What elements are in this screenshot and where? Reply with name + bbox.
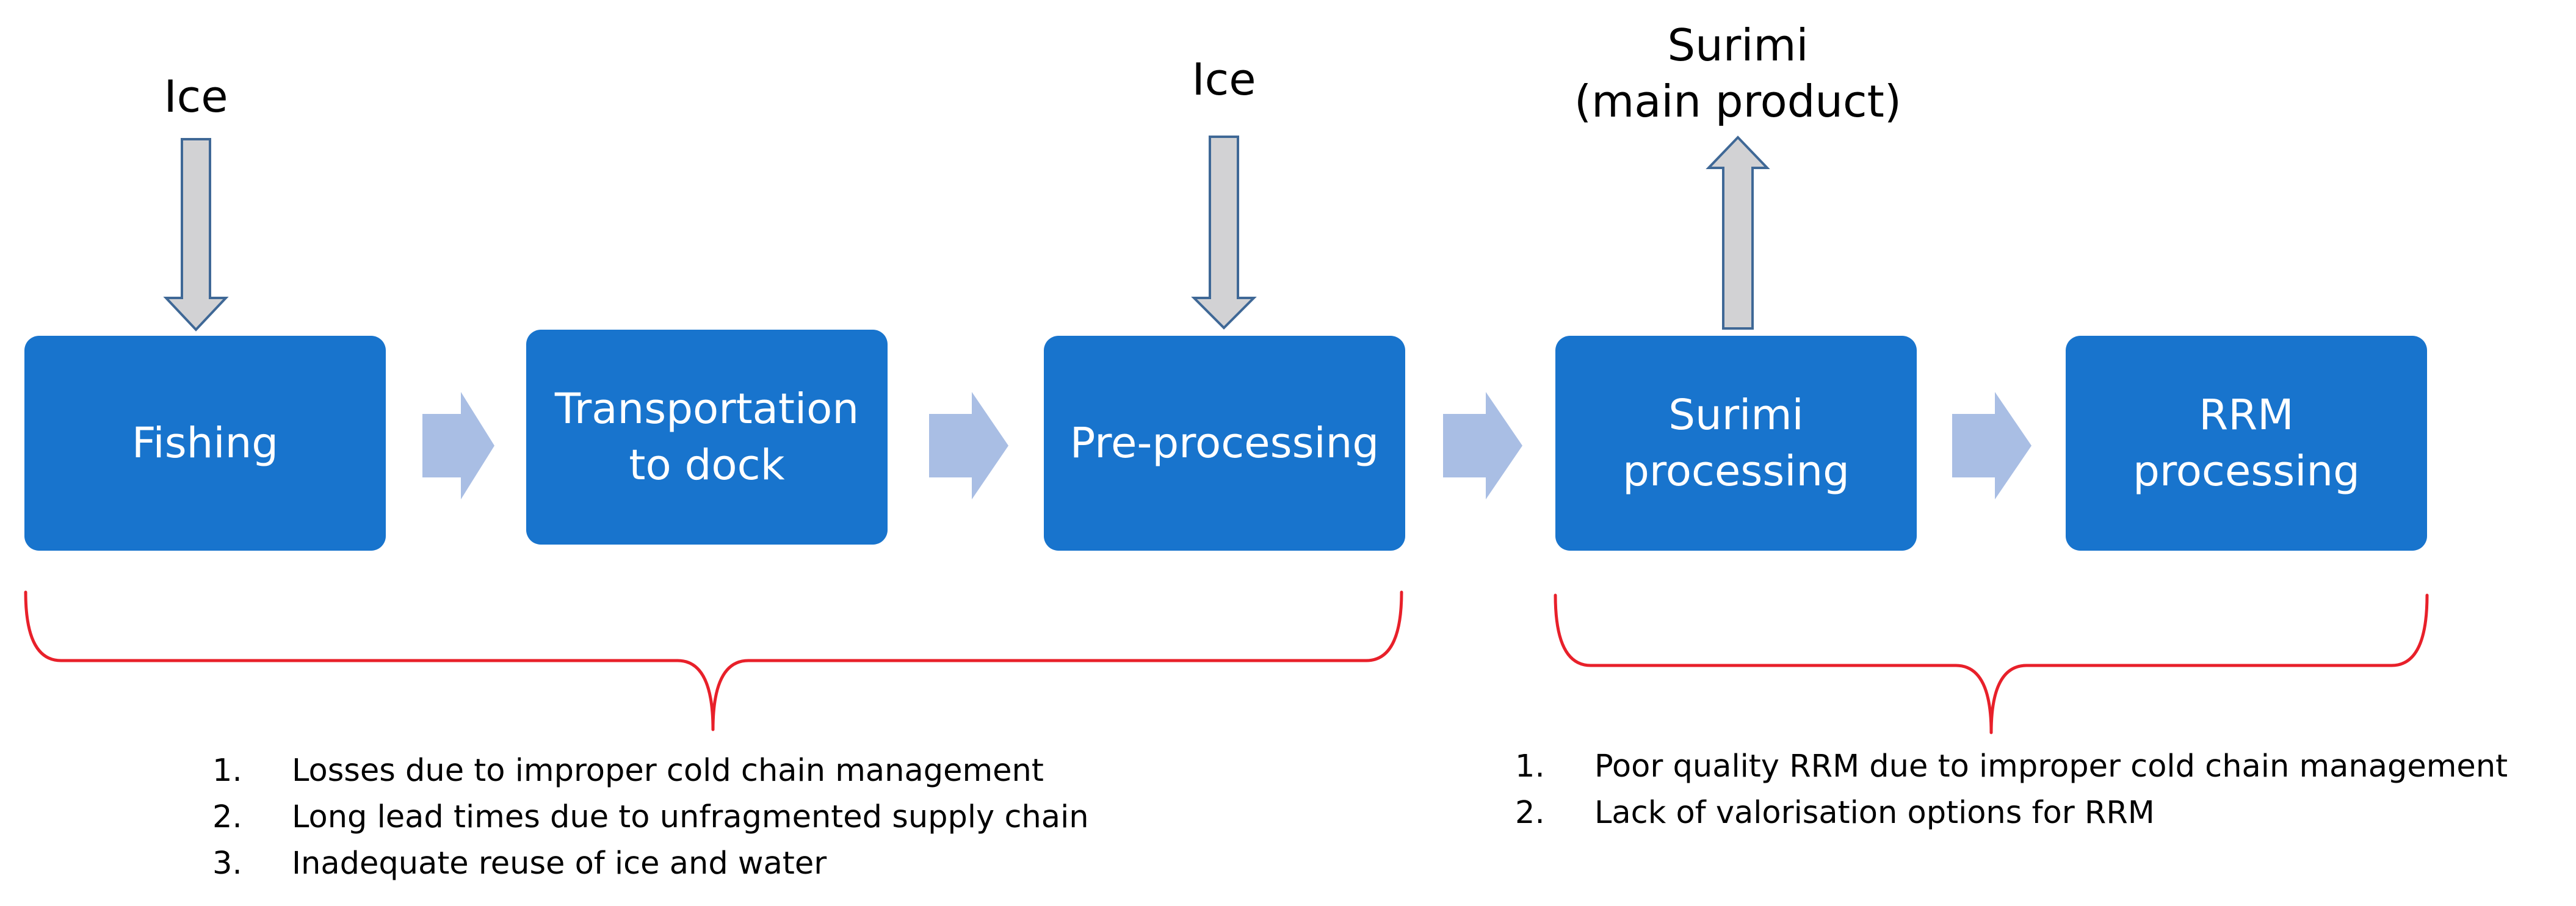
flow-arrow-fishing-to-transport bbox=[422, 392, 494, 499]
issue-list-downstream: 1. Poor quality RRM due to improper cold… bbox=[1515, 744, 2508, 836]
issue-brace-upstream bbox=[24, 590, 1403, 731]
list-item: 1. Poor quality RRM due to improper cold… bbox=[1515, 744, 2508, 790]
input-arrow-ice-fishing bbox=[163, 138, 229, 332]
process-step-transportation: Transportation to dock bbox=[526, 330, 888, 545]
process-step-label: RRM processing bbox=[2133, 391, 2360, 496]
list-item-number: 1. bbox=[1515, 748, 1545, 785]
list-item-number: 1. bbox=[212, 753, 242, 789]
input-label-ice-fishing: Ice bbox=[164, 71, 228, 122]
process-step-label: Pre-processing bbox=[1069, 419, 1380, 468]
list-item: 2. Long lead times due to unfragmented s… bbox=[212, 794, 1089, 841]
flow-arrow-surimi-to-rrm bbox=[1952, 392, 2031, 499]
list-item-number: 2. bbox=[1515, 795, 1545, 831]
output-label-surimi: Surimi (main product) bbox=[1574, 20, 1901, 127]
input-label-ice-preprocessing: Ice bbox=[1192, 54, 1256, 105]
list-item: 1. Losses due to improper cold chain man… bbox=[212, 748, 1089, 794]
process-step-surimi-processing: Surimi processing bbox=[1555, 336, 1917, 551]
list-item-number: 3. bbox=[212, 846, 242, 882]
process-step-label: Surimi processing bbox=[1623, 391, 1850, 496]
process-step-preprocessing: Pre-processing bbox=[1044, 336, 1405, 551]
list-item-text: Long lead times due to unfragmented supp… bbox=[292, 799, 1089, 835]
issue-list-upstream: 1. Losses due to improper cold chain man… bbox=[212, 748, 1089, 887]
list-item: 2. Lack of valorisation options for RRM bbox=[1515, 790, 2508, 836]
list-item-text: Lack of valorisation options for RRM bbox=[1594, 795, 2155, 831]
flow-arrow-preprocessing-to-surimi bbox=[1443, 392, 1522, 499]
process-step-rrm-processing: RRM processing bbox=[2066, 336, 2427, 551]
list-item-text: Poor quality RRM due to improper cold ch… bbox=[1594, 748, 2508, 785]
process-step-fishing: Fishing bbox=[24, 336, 386, 551]
process-step-label: Fishing bbox=[131, 419, 279, 468]
process-step-label: Transportation to dock bbox=[554, 385, 859, 490]
input-arrow-ice-preprocessing bbox=[1191, 136, 1257, 330]
output-arrow-surimi bbox=[1706, 136, 1770, 330]
flow-arrow-transport-to-preprocessing bbox=[929, 392, 1008, 499]
list-item: 3. Inadequate reuse of ice and water bbox=[212, 841, 1089, 887]
issue-brace-downstream bbox=[1554, 593, 2429, 734]
list-item-number: 2. bbox=[212, 799, 242, 835]
list-item-text: Inadequate reuse of ice and water bbox=[292, 846, 827, 882]
list-item-text: Losses due to improper cold chain manage… bbox=[292, 753, 1044, 789]
